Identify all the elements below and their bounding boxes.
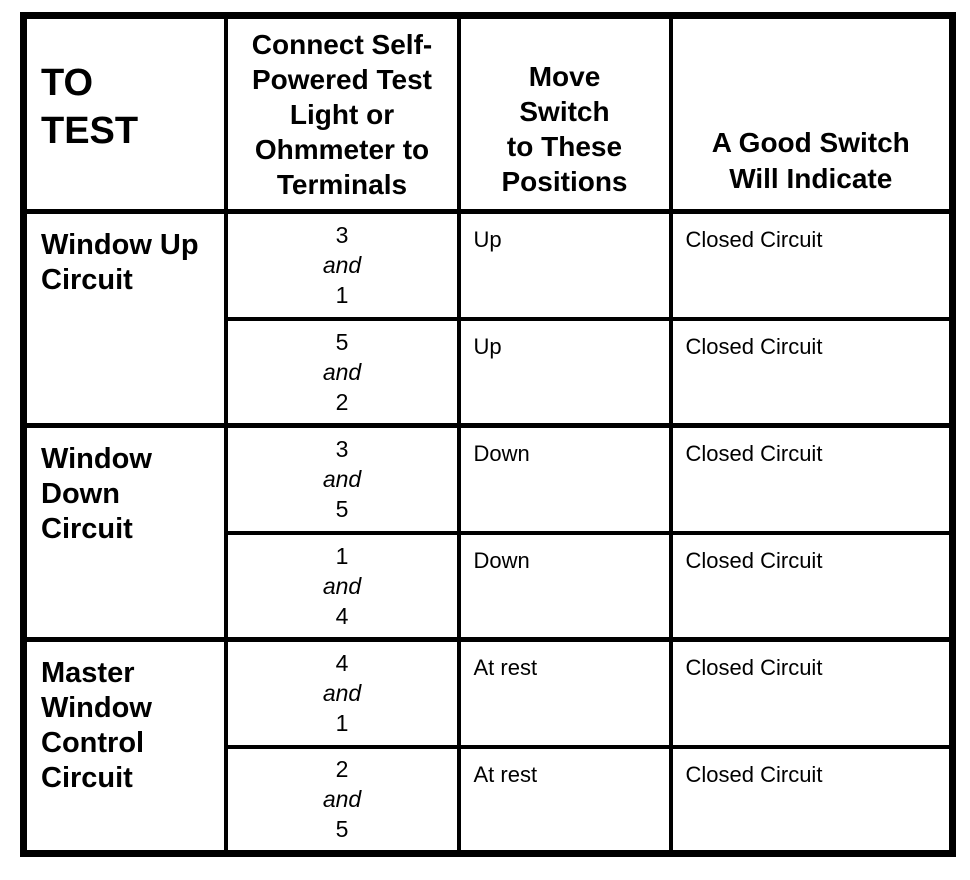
terminals-cell: 2 and 5 <box>223 744 461 856</box>
terminal-a: 1 <box>335 542 349 569</box>
table-row: Master Window Control Circuit 4 and 1 At… <box>21 637 955 856</box>
circuit-cell-master-window-control: Master Window Control Circuit <box>21 637 228 856</box>
position-cell: At rest <box>456 744 673 856</box>
table-row: Window Up Circuit 3 and 1 Up Closed Circ… <box>21 209 955 428</box>
conjunction: and <box>322 252 362 279</box>
conjunction: and <box>322 572 362 599</box>
conjunction: and <box>322 786 362 813</box>
result-cell: Closed Circuit <box>668 530 955 642</box>
switch-continuity-test-table: TO TEST Connect Self- Powered Test Light… <box>20 12 956 857</box>
terminals-cell: 4 and 1 <box>223 637 461 749</box>
terminals-cell: 5 and 2 <box>223 316 461 428</box>
terminal-b: 5 <box>335 496 349 523</box>
terminal-b: 5 <box>335 816 349 843</box>
result-cell: Closed Circuit <box>668 209 955 321</box>
terminals-cell: 1 and 4 <box>223 530 461 642</box>
position-cell: Up <box>456 316 673 428</box>
position-cell: Up <box>456 209 673 321</box>
terminal-b: 1 <box>335 282 349 309</box>
header-row: TO TEST Connect Self- Powered Test Light… <box>21 13 955 214</box>
header-switch-positions: Move Switch to These Positions <box>456 13 673 214</box>
header-good-switch-indication: A Good Switch Will Indicate <box>668 13 955 214</box>
terminal-a: 3 <box>335 222 349 249</box>
result-cell: Closed Circuit <box>668 637 955 749</box>
terminal-a: 3 <box>335 436 349 463</box>
position-cell: Down <box>456 530 673 642</box>
result-cell: Closed Circuit <box>668 316 955 428</box>
table-row: 2 and 5 At rest Closed Circuit <box>24 744 955 856</box>
terminal-a: 2 <box>335 756 349 783</box>
header-to-test: TO TEST <box>21 13 228 214</box>
terminal-b: 1 <box>335 710 349 737</box>
conjunction: and <box>322 680 362 707</box>
conjunction: and <box>322 466 362 493</box>
position-cell: At rest <box>456 637 673 749</box>
conjunction: and <box>322 358 362 385</box>
position-cell: Down <box>456 423 673 535</box>
terminals-cell: 3 and 5 <box>223 423 461 535</box>
terminal-a: 5 <box>335 328 349 355</box>
terminal-a: 4 <box>335 650 349 677</box>
table-row: 5 and 2 Up Closed Circuit <box>24 316 955 428</box>
circuit-cell-window-up: Window Up Circuit <box>21 209 228 428</box>
header-connect-terminals: Connect Self- Powered Test Light or Ohmm… <box>223 13 461 214</box>
table-row: Window Down Circuit 3 and 5 Down Closed … <box>21 423 955 642</box>
terminal-b: 4 <box>335 602 349 629</box>
table-row: 1 and 4 Down Closed Circuit <box>24 530 955 642</box>
result-cell: Closed Circuit <box>668 744 955 856</box>
circuit-cell-window-down: Window Down Circuit <box>21 423 228 642</box>
terminals-cell: 3 and 1 <box>223 209 461 321</box>
result-cell: Closed Circuit <box>668 423 955 535</box>
terminal-b: 2 <box>335 388 349 415</box>
